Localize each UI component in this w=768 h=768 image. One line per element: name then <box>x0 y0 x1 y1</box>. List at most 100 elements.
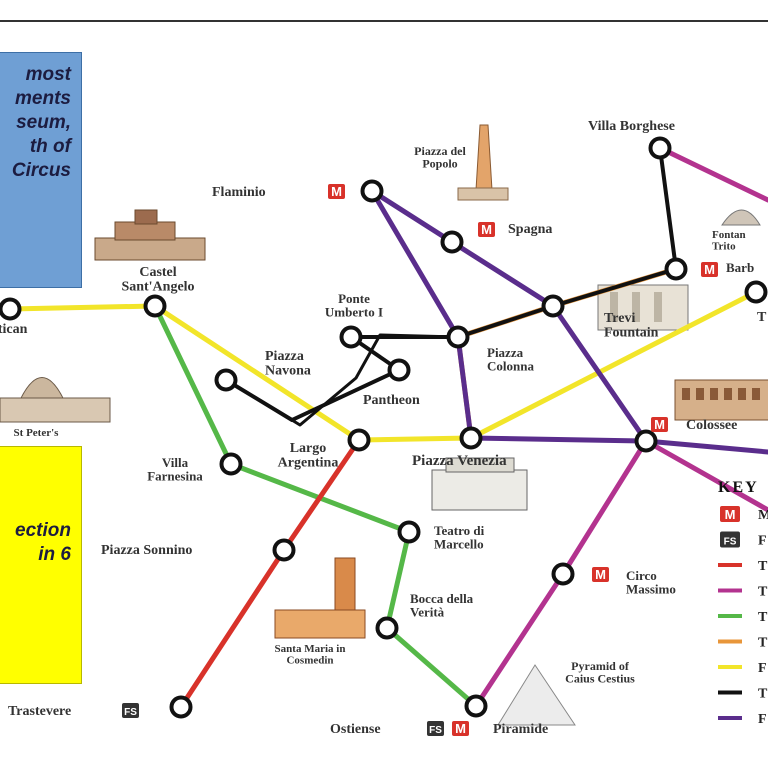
trastevere-rail-badge <box>122 703 139 718</box>
key-row-1: FS F <box>720 531 767 549</box>
key-row-label: F <box>758 534 767 549</box>
barberini-metro-badge <box>701 262 718 277</box>
station-ostiense[interactable] <box>464 694 488 718</box>
spagna-metro-badge-text: M <box>481 222 492 237</box>
key-row-label: T <box>758 585 768 600</box>
spagna-metro-badge <box>478 222 495 237</box>
pantheon-label: Pantheon <box>363 393 420 408</box>
piazza-venezia-illustration <box>431 457 528 511</box>
station-venezia[interactable] <box>459 426 483 450</box>
fontana-tritone-illustration <box>721 209 761 226</box>
station-colosseo[interactable] <box>634 429 658 453</box>
spagna-label: Spagna <box>508 222 552 237</box>
circo-metro-badge <box>592 567 609 582</box>
barberini-metro-badge-text: M <box>704 262 715 277</box>
key-row-7: T <box>718 687 768 702</box>
stpeters-label: St Peter's <box>14 427 60 439</box>
key-row-label: F <box>758 661 767 676</box>
trevi-fountain-illustration <box>597 284 689 331</box>
santa-maria-in-cosmedin-illustration <box>274 557 366 639</box>
key-row-3: T <box>718 585 768 600</box>
key-row-6: F <box>718 661 767 676</box>
circo-metro-badge-text: M <box>595 567 606 582</box>
station-marcello[interactable] <box>397 520 421 544</box>
station-castel[interactable] <box>143 294 167 318</box>
station-trevi[interactable] <box>541 294 565 318</box>
top-border-line <box>0 20 768 22</box>
castel-sant-angelo-illustration <box>94 209 206 261</box>
station-colonna[interactable] <box>446 325 470 349</box>
station-vatican[interactable] <box>0 297 22 321</box>
station-circo[interactable] <box>551 562 575 586</box>
blue-text-panel: most ments seum, th of Circus <box>0 52 82 288</box>
station-borghese[interactable] <box>648 136 672 160</box>
barberini-label: Barb <box>726 260 754 275</box>
flaminio-label: Flaminio <box>212 185 266 200</box>
station-farnesina[interactable] <box>219 452 243 476</box>
key-row-2: T <box>718 559 768 574</box>
magenta-line-north <box>657 145 768 203</box>
station-bocca[interactable] <box>375 616 399 640</box>
magenta-line <box>473 438 768 709</box>
trastevere-rail-badge-text: FS <box>124 707 137 718</box>
purple-line-b <box>369 188 649 444</box>
key-row-label: T <box>758 559 768 574</box>
colosseo-metro-badge <box>651 417 668 432</box>
colosseum-illustration <box>674 379 768 421</box>
key-badge-text: FS <box>724 537 737 548</box>
key-row-label: T <box>758 636 768 651</box>
borghese-label: Villa Borghese <box>588 119 675 134</box>
station-spagna[interactable] <box>440 230 464 254</box>
station-stops <box>0 136 768 719</box>
landmark-illustrations <box>0 124 768 726</box>
pyramid-illustration <box>497 664 576 726</box>
key-row-5: T <box>718 636 768 651</box>
key-row-label: T <box>758 687 768 702</box>
flaminio-metro-badge <box>328 184 345 199</box>
station-sonnino[interactable] <box>272 538 296 562</box>
station-navona[interactable] <box>214 368 238 392</box>
station-largo[interactable] <box>347 428 371 452</box>
ostiense-label: Ostiense <box>330 722 381 737</box>
vatican-label: Vatican <box>0 322 28 337</box>
piramide-label: Piramide <box>493 722 548 737</box>
ostiense-metro-badge <box>452 721 469 736</box>
key-row-label: M <box>758 508 768 523</box>
station-ponte[interactable] <box>339 325 363 349</box>
ostiense-rail-badge-text: FS <box>429 725 442 736</box>
venezia-label: Piazza Venezia <box>412 453 507 469</box>
station-trastevere[interactable] <box>169 695 193 719</box>
key-row-4: T <box>718 610 768 625</box>
colosseo-metro-badge-text: M <box>654 417 665 432</box>
station-flaminio[interactable] <box>360 179 384 203</box>
station-pantheon[interactable] <box>387 358 411 382</box>
station-barberini[interactable] <box>664 257 688 281</box>
ostiense-rail-badge <box>427 721 444 736</box>
key-row-8: F <box>718 712 767 727</box>
station-tright[interactable] <box>744 280 768 304</box>
black-line <box>224 146 678 422</box>
key-row-label: F <box>758 712 767 727</box>
key-badge-text: M <box>725 507 736 522</box>
trastevere-label: Trastevere <box>8 704 71 719</box>
ostiense-metro-badge-text: M <box>455 721 466 736</box>
key-badge-swatch <box>720 506 740 522</box>
colosseo-label: Colossee <box>686 418 737 433</box>
popolo-obelisk-illustration <box>457 124 509 201</box>
key-row-label: T <box>758 610 768 625</box>
black-line-inner <box>228 333 460 427</box>
